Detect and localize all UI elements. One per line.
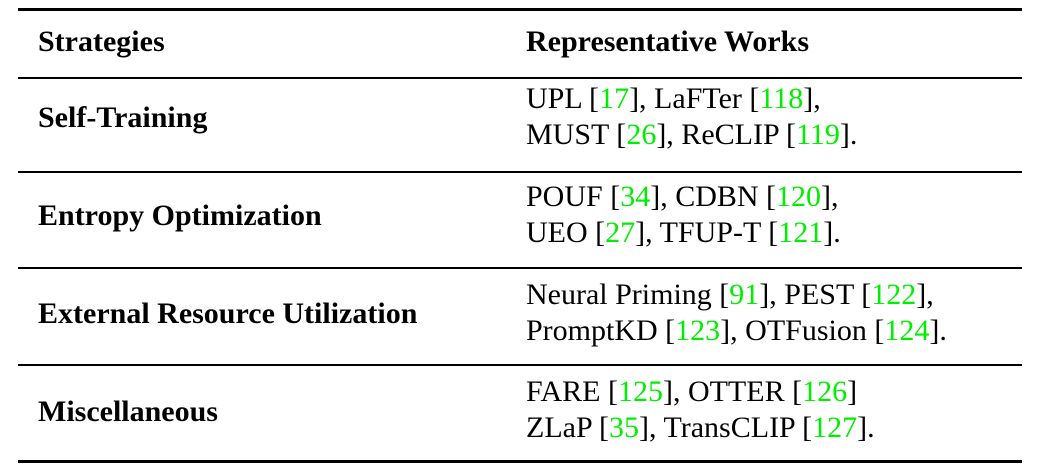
citation-link[interactable]: 123 xyxy=(675,314,721,347)
citation-link[interactable]: 124 xyxy=(884,314,930,347)
works-text: MUST [ xyxy=(526,118,627,151)
works-text: ], TransCLIP [ xyxy=(639,411,813,444)
top-rule xyxy=(18,8,1022,11)
row-works: POUF [34], CDBN [120],UEO [27], TFUP-T [… xyxy=(526,180,841,252)
works-line: UPL [17], LaFTer [118], xyxy=(526,82,857,118)
works-text: ], xyxy=(821,180,839,213)
works-text: ]. xyxy=(839,118,858,151)
works-text: ZLaP [ xyxy=(526,411,610,444)
works-text: Neural Priming [ xyxy=(526,278,730,311)
bottom-rule xyxy=(18,460,1022,463)
row-divider xyxy=(18,171,1022,173)
row-strategy: Entropy Optimization xyxy=(38,199,322,232)
citation-link[interactable]: 34 xyxy=(620,180,651,213)
header-strategies: Strategies xyxy=(38,25,165,58)
citation-link[interactable]: 35 xyxy=(609,411,640,444)
row-divider xyxy=(18,267,1022,269)
works-line: MUST [26], ReCLIP [119]. xyxy=(526,118,857,154)
works-text: UEO [ xyxy=(526,216,606,249)
works-text: PromptKD [ xyxy=(526,314,676,347)
works-line: UEO [27], TFUP-T [121]. xyxy=(526,216,841,252)
works-text: ], ReCLIP [ xyxy=(656,118,797,151)
works-line: ZLaP [35], TransCLIP [127]. xyxy=(526,411,875,447)
row-divider xyxy=(18,364,1022,366)
citation-link[interactable]: 125 xyxy=(617,375,663,408)
row-works: FARE [125], OTTER [126]ZLaP [35], TransC… xyxy=(526,375,875,447)
works-line: FARE [125], OTTER [126] xyxy=(526,375,875,411)
works-line: PromptKD [123], OTFusion [124]. xyxy=(526,314,947,350)
works-text: ]. xyxy=(823,216,841,249)
row-works: UPL [17], LaFTer [118],MUST [26], ReCLIP… xyxy=(526,82,857,154)
citation-link[interactable]: 121 xyxy=(778,216,824,249)
citation-link[interactable]: 122 xyxy=(871,278,917,311)
citation-link[interactable]: 26 xyxy=(626,118,657,151)
citation-link[interactable]: 17 xyxy=(599,82,630,115)
citation-link[interactable]: 119 xyxy=(796,118,840,151)
header-rule xyxy=(18,77,1022,79)
citation-link[interactable]: 126 xyxy=(802,375,848,408)
works-text: ]. xyxy=(929,314,947,347)
works-line: Neural Priming [91], PEST [122], xyxy=(526,278,947,314)
works-text: ] xyxy=(847,375,858,408)
citation-link[interactable]: 118 xyxy=(759,82,804,115)
row-strategy: Miscellaneous xyxy=(38,395,218,428)
citation-link[interactable]: 120 xyxy=(776,180,822,213)
row-strategy: Self-Training xyxy=(38,101,208,134)
works-text: ], LaFTer [ xyxy=(629,82,760,115)
works-text: POUF [ xyxy=(526,180,621,213)
works-text: ], CDBN [ xyxy=(650,180,777,213)
citation-link[interactable]: 27 xyxy=(605,216,636,249)
works-text: UPL [ xyxy=(526,82,600,115)
works-text: ], OTTER [ xyxy=(662,375,803,408)
works-text: FARE [ xyxy=(526,375,618,408)
row-strategy: External Resource Utilization xyxy=(38,297,418,330)
works-text: ], PEST [ xyxy=(759,278,872,311)
header-representative-works: Representative Works xyxy=(526,25,810,58)
works-text: ], OTFusion [ xyxy=(720,314,885,347)
works-text: ], xyxy=(803,82,821,115)
works-text: ]. xyxy=(857,411,875,444)
row-works: Neural Priming [91], PEST [122],PromptKD… xyxy=(526,278,947,350)
works-text: ], xyxy=(916,278,934,311)
works-text: ], TFUP-T [ xyxy=(635,216,779,249)
works-line: POUF [34], CDBN [120], xyxy=(526,180,841,216)
citation-link[interactable]: 127 xyxy=(812,411,858,444)
citation-link[interactable]: 91 xyxy=(729,278,760,311)
